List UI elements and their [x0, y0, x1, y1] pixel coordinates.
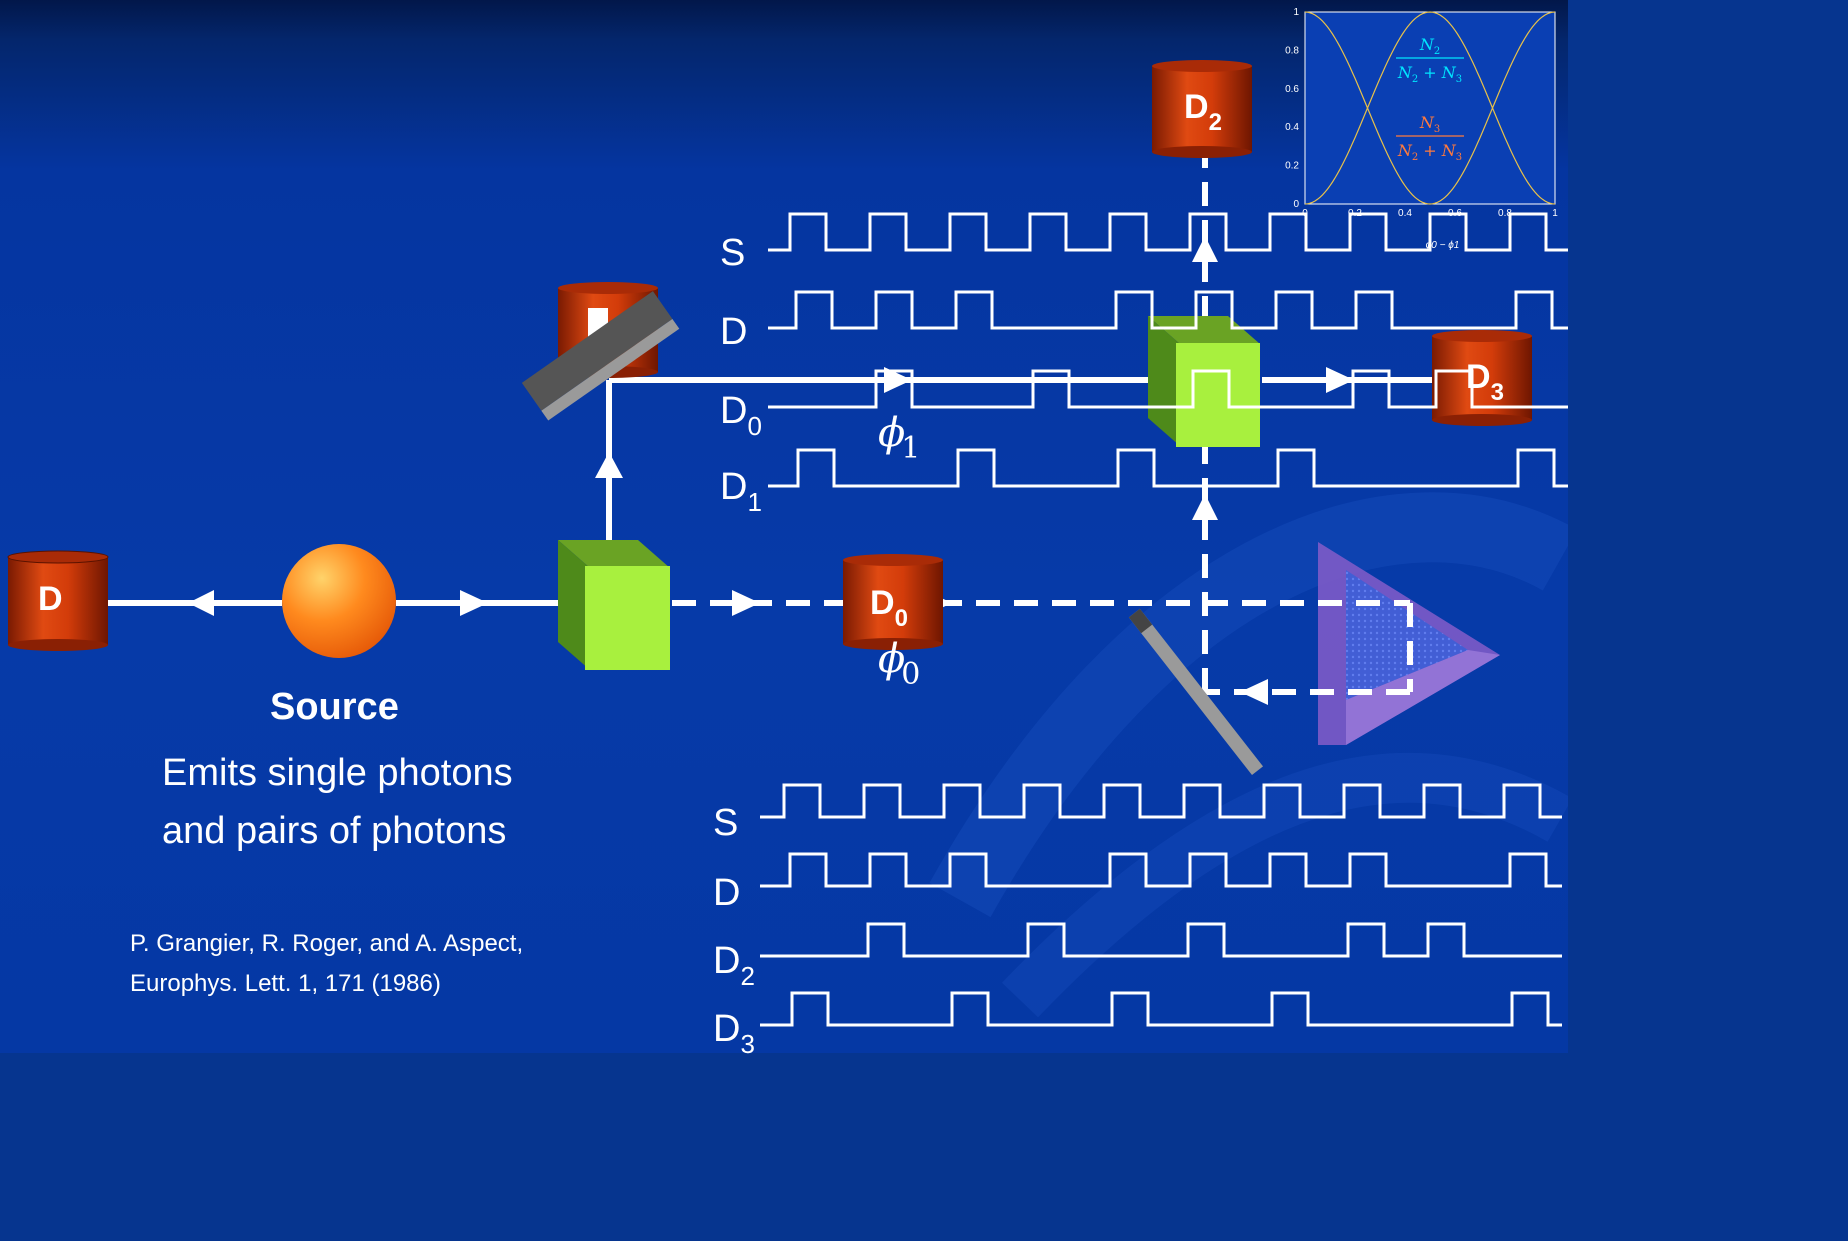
- trace-top-d1: [768, 448, 1568, 488]
- arrow-right-icon: [884, 367, 912, 393]
- beamsplitter-lower: [558, 540, 670, 670]
- beamsplitter-upper: [1148, 316, 1260, 447]
- inset-ytick-label: 0: [1293, 199, 1299, 210]
- inset-xtick-label: 0.2: [1348, 208, 1362, 219]
- arrow-left-icon: [188, 590, 214, 616]
- inset-ytick-label: 0.2: [1285, 161, 1299, 172]
- phase-phi1-label: ϕ1: [878, 410, 921, 466]
- inset-ytick-label: 0.8: [1285, 45, 1299, 56]
- top-trace-label-d: D: [720, 311, 748, 353]
- mirror-lower-right: [1128, 608, 1264, 776]
- detector-d2: [1152, 60, 1252, 158]
- legend-denominator: N2 + N3: [1397, 141, 1462, 163]
- arrow-right-icon: [732, 590, 760, 616]
- phase-phi0-label: ϕ0: [878, 636, 921, 692]
- inset-xtick-label: 0: [1302, 208, 1308, 219]
- inset-xtick-label: 0.8: [1498, 208, 1512, 219]
- source-description-line2: and pairs of photons: [162, 810, 507, 852]
- bottom-trace-label-d3: D3: [713, 1008, 755, 1059]
- arrow-left-icon: [1240, 679, 1268, 705]
- reference-line1: P. Grangier, R. Roger, and A. Aspect,: [130, 930, 524, 957]
- detector-left: [7, 550, 109, 651]
- apparatus-diagram: [7, 60, 1568, 1027]
- inset-curves: [1304, 11, 1556, 205]
- inset-xtick-label: 0.6: [1448, 208, 1462, 219]
- detector-left-label: D: [38, 580, 63, 618]
- inset-series-line: [1304, 11, 1556, 205]
- detector-d0-label: D0: [870, 584, 908, 632]
- mirror-upper-left: [521, 291, 680, 421]
- bottom-trace-label-s: S: [713, 802, 739, 844]
- detector-d2-label: D2: [1184, 88, 1222, 136]
- background-swirl: [929, 492, 1568, 918]
- inset-xtick-label: 0.4: [1398, 208, 1412, 219]
- arrow-right-icon: [1326, 367, 1354, 393]
- legend-denominator: N2 + N3: [1397, 63, 1462, 85]
- inset-ytick-label: 1: [1293, 7, 1299, 18]
- top-trace-label-d1: D1: [720, 466, 762, 517]
- top-trace-label-d0: D0: [720, 390, 762, 441]
- inset-xtick-label: 1: [1552, 208, 1558, 219]
- arrow-right-icon: [460, 590, 488, 616]
- detector-d0: [843, 554, 943, 650]
- interference-inset-chart: 0 0.2 0.4 0.6 0.8 1 0 0.2 0.4 0.6 0.8 1 ϕ0 − ϕ1 N2N2…: [1285, 7, 1558, 251]
- top-trace-label-s: S: [720, 232, 746, 274]
- background-swirl: [1001, 752, 1568, 1018]
- trace-top-d0: [768, 369, 1568, 409]
- reference-line2: Europhys. Lett. 1, 171 (1986): [130, 970, 441, 997]
- source-title: Source: [270, 686, 399, 728]
- arrow-up-icon: [595, 452, 623, 478]
- trace-bottom-d2: [760, 922, 1562, 958]
- bottom-trace-label-d: D: [713, 872, 741, 914]
- inset-ytick-label: 0.4: [1285, 122, 1299, 133]
- trace-top-d: [768, 290, 1568, 330]
- source-description-line1: Emits single photons: [162, 752, 513, 794]
- pulse-traces: [760, 212, 1568, 1027]
- photon-source-sphere: [282, 544, 396, 658]
- arrow-up-icon: [1192, 236, 1218, 262]
- trace-bottom-s: [760, 783, 1562, 819]
- inset-series-line: [1304, 11, 1556, 205]
- inset-ytick-label: 0.6: [1285, 84, 1299, 95]
- trace-bottom-d: [760, 852, 1562, 888]
- inset-xlabel: ϕ0 − ϕ1: [1426, 240, 1460, 251]
- detector-d3-label: D3: [1466, 358, 1504, 406]
- bottom-trace-label-d2: D2: [713, 940, 755, 991]
- trace-top-s: [768, 212, 1568, 252]
- trace-bottom-d3: [760, 991, 1562, 1027]
- arrow-up-icon: [1192, 494, 1218, 520]
